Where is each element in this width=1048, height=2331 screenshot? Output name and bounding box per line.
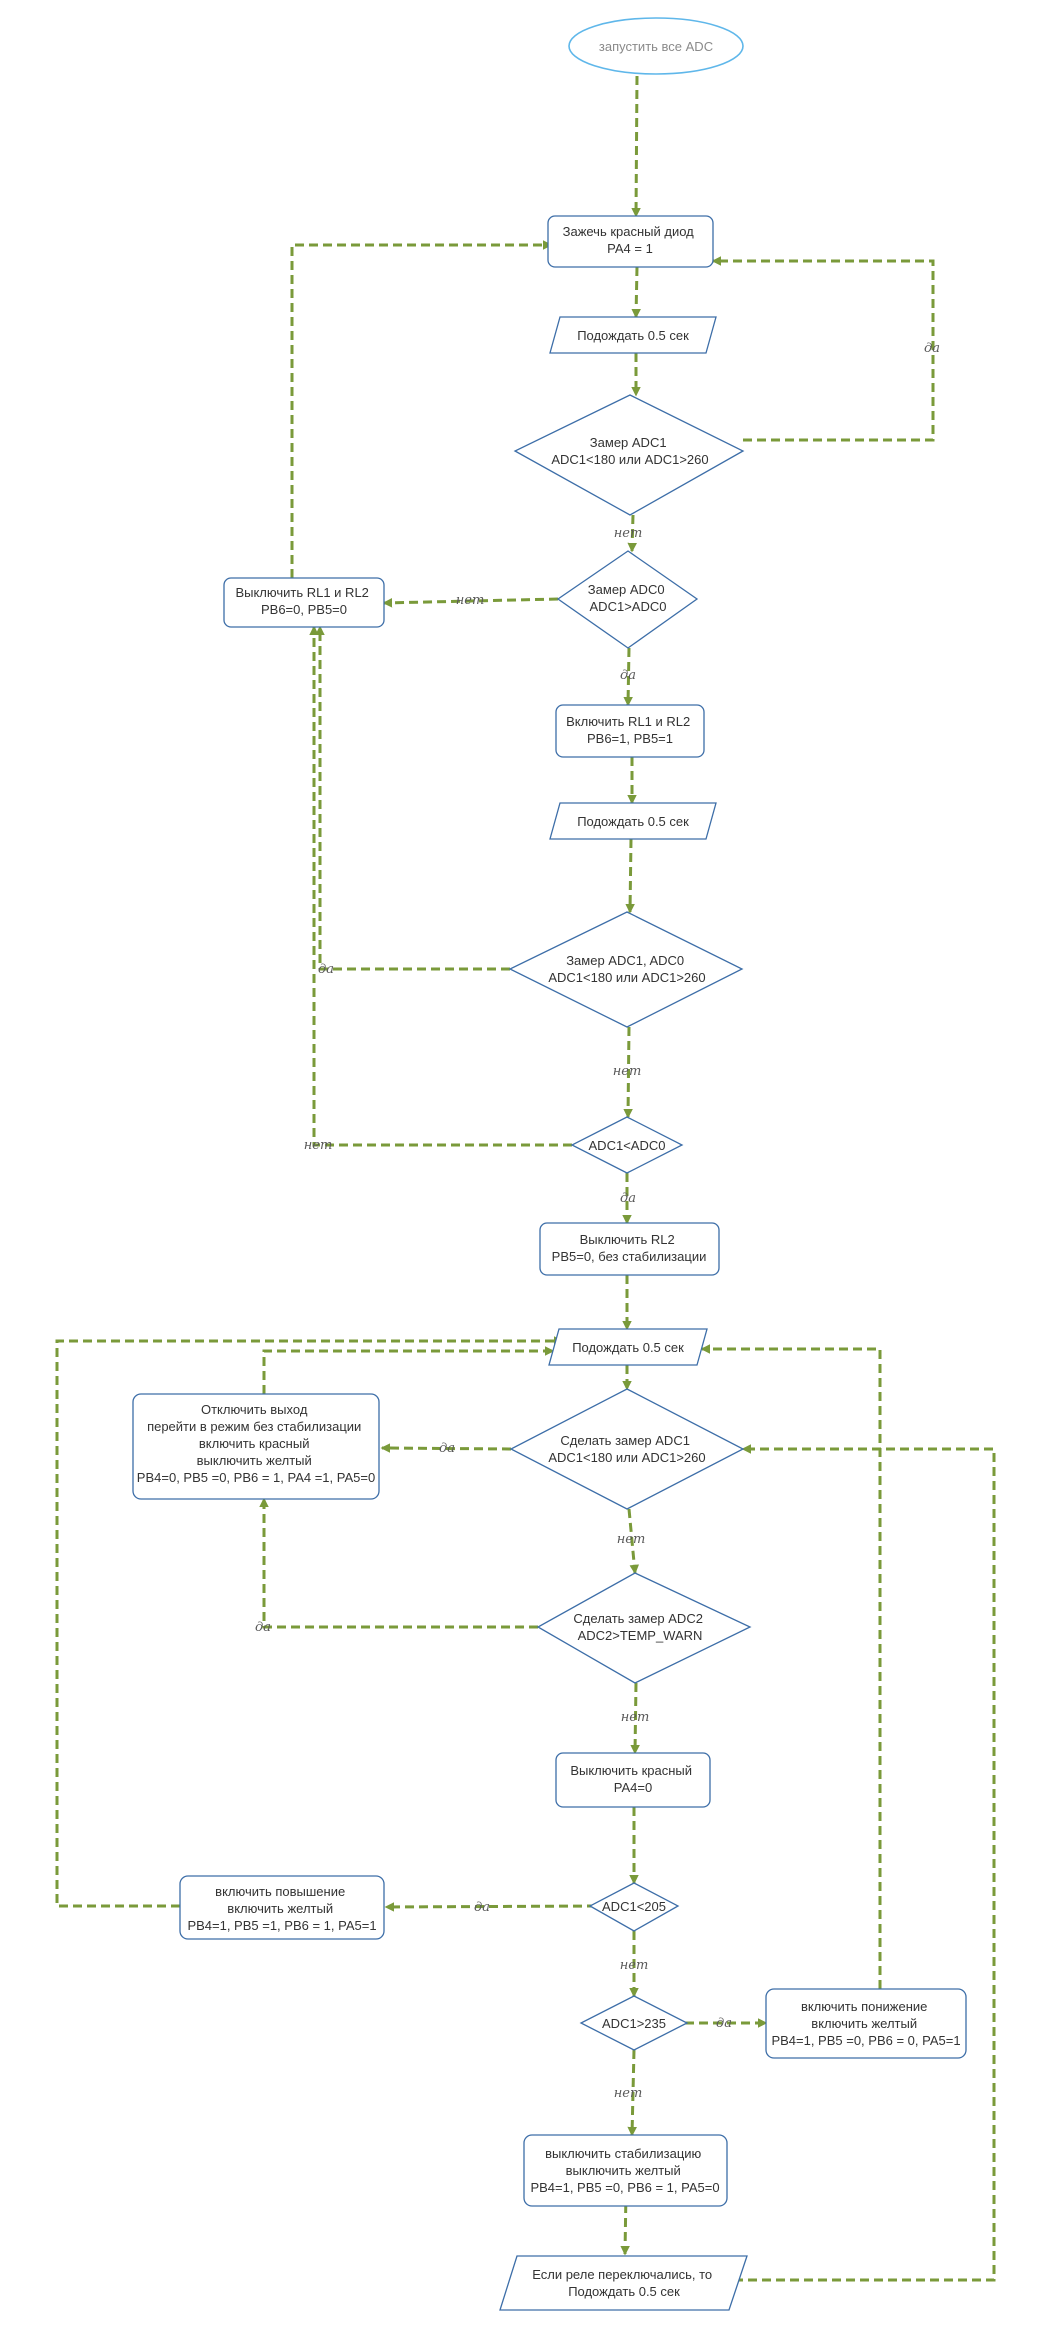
svg-text:запустить все ADC: запустить все ADC — [599, 39, 713, 54]
arrow-boost-to-wait3 — [55, 1336, 564, 1908]
svg-text:Отключить выход перейти: Отключить выход перейти в режим без стаб… — [137, 1402, 375, 1485]
arrow-final-wait-to-measure-adc1-b — [734, 1444, 996, 2282]
process-disable-out: Отключить выход перейти в режим без стаб… — [132, 1393, 380, 1500]
arrow-stab-off-to-final-wait — [620, 2189, 630, 2256]
svg-text:Зажечь красный диод PA4: Зажечь красный диод PA4 = 1 — [563, 224, 698, 256]
start-node: запустить все ADC — [568, 17, 744, 75]
arrow-red-on-to-wait1 — [631, 266, 641, 319]
arrow-buck-to-wait3 — [700, 1344, 882, 1989]
svg-text:Замер ADC1, ADC0 ADC1<18: Замер ADC1, ADC0 ADC1<180 или ADC1>260 — [548, 953, 705, 985]
process-boost-on: включить повышение включить желтый PB4=1… — [179, 1875, 385, 1940]
decision-measure-adc2: Сделать замер ADC2 ADC2>TEMP_WARN — [536, 1572, 752, 1684]
label-no-cmp205: нет — [620, 1958, 649, 1973]
label-yes-cmp-adc1-adc0: да — [620, 1191, 636, 1206]
decision-cmp235: ADC1>235 — [579, 1995, 689, 2051]
decision-measure-adc1: Замер ADC1 ADC1<180 или ADC1>260 — [513, 394, 745, 516]
svg-text:Выключить RL1 и RL2 PB6=: Выключить RL1 и RL2 PB6=0, PB5=0 — [235, 585, 372, 617]
decision-cmp-adc1-adc0: ADC1<ADC0 — [570, 1116, 684, 1174]
arrow-cmp-adc1-adc0-no — [309, 625, 572, 1147]
process-red-on: Зажечь красный диод PA4 = 1 — [547, 215, 714, 268]
decision-measure-adc1-b: Сделать замер ADC1 ADC1<180 или ADC1>260 — [509, 1388, 745, 1510]
process-buck-on: включить понижение включить желтый PB4=1… — [765, 1988, 967, 2059]
svg-text:Сделать замер ADC2 ADC2>: Сделать замер ADC2 ADC2>TEMP_WARN — [573, 1611, 706, 1643]
arrow-measure-adc1-b-no-to-adc2 — [627, 1508, 640, 1575]
process-rl2-off: Выключить RL2 PB5=0, без стабилизации — [539, 1222, 720, 1276]
decision-measure-adc1-adc0: Замер ADC1, ADC0 ADC1<180 или ADC1>260 — [508, 911, 744, 1028]
label-no-cmp-adc1-adc0: нет — [304, 1138, 333, 1153]
arrow-measure-adc1-yes-loop — [711, 256, 935, 442]
svg-text:ADC1>235: ADC1>235 — [602, 2016, 666, 2031]
edge-labels: да нет нет да да нет нет да да нет да не… — [255, 341, 940, 2101]
arrow-disable-to-wait3 — [262, 1346, 555, 1394]
svg-text:Замер ADC1 ADC1<180 или: Замер ADC1 ADC1<180 или ADC1>260 — [551, 435, 708, 467]
svg-text:Замер ADC0 ADC1>ADC0: Замер ADC0 ADC1>ADC0 — [588, 582, 668, 614]
process-rl-off: Выключить RL1 и RL2 PB6=0, PB5=0 — [223, 577, 385, 628]
svg-text:Выключить RL2 PB5=0, без: Выключить RL2 PB5=0, без стабилизации — [552, 1232, 707, 1264]
arrow-rl-off-to-red-on — [290, 240, 553, 578]
svg-text:Выключить красный PA4=0: Выключить красный PA4=0 — [570, 1763, 695, 1795]
arrow-measure-adc1-adc0-no — [623, 1026, 633, 1119]
io-wait3: Подождать 0.5 сек — [548, 1328, 708, 1366]
arrow-adc2-no-to-red-off — [630, 1682, 640, 1755]
arrow-adc0-no-to-rl-off — [382, 597, 559, 608]
svg-text:Подождать 0.5 сек: Подождать 0.5 сек — [577, 814, 689, 829]
arrow-wait2-to-measure-adc1-adc0 — [625, 838, 635, 914]
label-no-adc0: нет — [456, 593, 485, 608]
label-yes-adc1-loop: да — [924, 341, 940, 356]
label-yes-adc1-adc0: да — [318, 962, 334, 977]
label-yes-adc2: да — [255, 1620, 271, 1635]
decision-measure-adc0: Замер ADC0 ADC1>ADC0 — [556, 550, 699, 649]
svg-text:включить повышение включ: включить повышение включить желтый PB4=1… — [187, 1884, 376, 1933]
connectors — [55, 75, 996, 2282]
svg-text:ADC1<205: ADC1<205 — [602, 1899, 666, 1914]
label-no-cmp235: нет — [614, 2086, 643, 2101]
io-wait2: Подождать 0.5 сек — [549, 802, 717, 840]
svg-text:Включить RL1 и RL2 PB6=1: Включить RL1 и RL2 PB6=1, PB5=1 — [566, 714, 694, 746]
svg-text:ADC1<ADC0: ADC1<ADC0 — [589, 1138, 666, 1153]
label-yes-cmp205: да — [474, 1900, 490, 1915]
decision-cmp205: ADC1<205 — [588, 1882, 680, 1932]
svg-text:Если реле переключались, то: Если реле переключались, то Подождать 0.… — [532, 2267, 716, 2299]
arrow-measure-adc1-b-yes-to-disable — [380, 1443, 512, 1453]
arrow-measure-adc1-adc0-yes — [315, 625, 510, 971]
svg-text:выключить стабилизацию в: выключить стабилизацию выключить желтый … — [530, 2146, 719, 2195]
label-no-adc2: нет — [621, 1710, 650, 1725]
svg-text:Подождать 0.5 сек: Подождать 0.5 сек — [577, 328, 689, 343]
arrow-adc0-yes-to-rl-on — [623, 647, 633, 707]
label-yes-cmp235: да — [716, 2016, 732, 2031]
label-yes-adc0: да — [620, 668, 636, 683]
io-final-wait: Если реле переключались, то Подождать 0.… — [499, 2255, 748, 2311]
svg-text:включить понижение включ: включить понижение включить желтый PB4=1… — [771, 1999, 960, 2048]
io-wait1: Подождать 0.5 сек — [549, 316, 717, 354]
process-red-off: Выключить красный PA4=0 — [555, 1752, 711, 1808]
arrow-cmp205-yes-to-boost — [384, 1902, 597, 1912]
arrow-measure-adc1-to-adc0 — [627, 514, 638, 553]
label-no-measure-adc1-b: нет — [617, 1532, 646, 1547]
arrow-adc2-yes-to-disable — [259, 1497, 538, 1629]
label-no-adc1: нет — [614, 526, 643, 541]
svg-text:Подождать 0.5 сек: Подождать 0.5 сек — [572, 1340, 684, 1355]
svg-text:Сделать замер ADC1 ADC1<: Сделать замер ADC1 ADC1<180 или ADC1>260 — [548, 1433, 705, 1465]
process-rl-on: Включить RL1 и RL2 PB6=1, PB5=1 — [555, 704, 705, 758]
label-yes-measure-adc1-b: да — [439, 1441, 455, 1456]
arrow-cmp235-no-to-stab-off — [627, 2049, 637, 2137]
label-no-adc1-adc0: нет — [613, 1064, 642, 1079]
process-stab-off: выключить стабилизацию выключить желтый … — [523, 2134, 728, 2207]
arrow-start-to-red-on — [631, 75, 641, 218]
